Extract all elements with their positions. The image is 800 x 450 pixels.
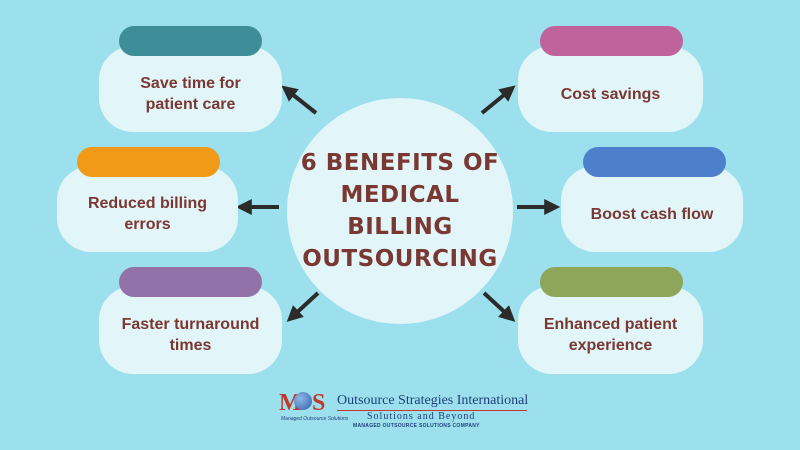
company-logo: M S Managed Outsource Solutions Outsourc…	[279, 387, 539, 432]
benefit-card-enhanced-experience: Enhanced patient experience	[518, 286, 703, 374]
benefit-tab	[119, 26, 262, 56]
logo-tagline: Managed Outsource Solutions	[281, 416, 349, 422]
logo-divider	[337, 410, 527, 411]
benefit-label: Save time for patient care	[140, 75, 241, 113]
benefit-label: Reduced billing errors	[87, 195, 208, 233]
arrow-to-faster-turnaround	[286, 291, 320, 322]
benefit-card-cash-flow: Boost cash flow	[561, 166, 743, 252]
logo-small-text: MANAGED OUTSOURCE SOLUTIONS COMPANY	[353, 423, 480, 429]
benefit-label: Faster turnaround times	[121, 316, 260, 354]
arrow-to-enhanced-experience	[482, 291, 516, 322]
logo-letter-s: S	[312, 390, 326, 416]
benefit-tab	[77, 147, 220, 177]
benefit-label: Enhanced patient experience	[543, 316, 678, 354]
benefit-label: Cost savings	[560, 85, 661, 103]
benefit-tab	[119, 267, 262, 297]
benefit-card-reduced-errors: Reduced billing errors	[57, 166, 238, 252]
center-title-line: MEDICAL	[340, 182, 460, 208]
logo-company-name: Outsource Strategies International	[337, 393, 529, 408]
benefit-tab	[540, 26, 683, 56]
globe-icon	[294, 392, 312, 410]
benefit-card-save-time: Save time for patient care	[99, 46, 282, 132]
center-title-line: OUTSOURCING	[302, 246, 498, 272]
benefit-card-cost-savings: Cost savings	[518, 46, 703, 132]
benefit-tab	[540, 267, 683, 297]
benefit-label: Boost cash flow	[590, 205, 714, 223]
logo-mark: M S Managed Outsource Solutions	[279, 387, 348, 427]
benefit-card-faster-turnaround: Faster turnaround times	[99, 286, 282, 374]
arrow-to-save-time	[281, 85, 318, 115]
center-title-line: 6 BENEFITS OF	[300, 150, 500, 176]
center-circle: 6 BENEFITS OF MEDICAL BILLING OUTSOURCIN…	[287, 98, 513, 324]
logo-subtitle: Solutions and Beyond	[367, 411, 476, 422]
center-title-line: BILLING	[347, 214, 453, 240]
benefit-tab	[583, 147, 726, 177]
arrow-to-cost-savings	[480, 85, 516, 115]
